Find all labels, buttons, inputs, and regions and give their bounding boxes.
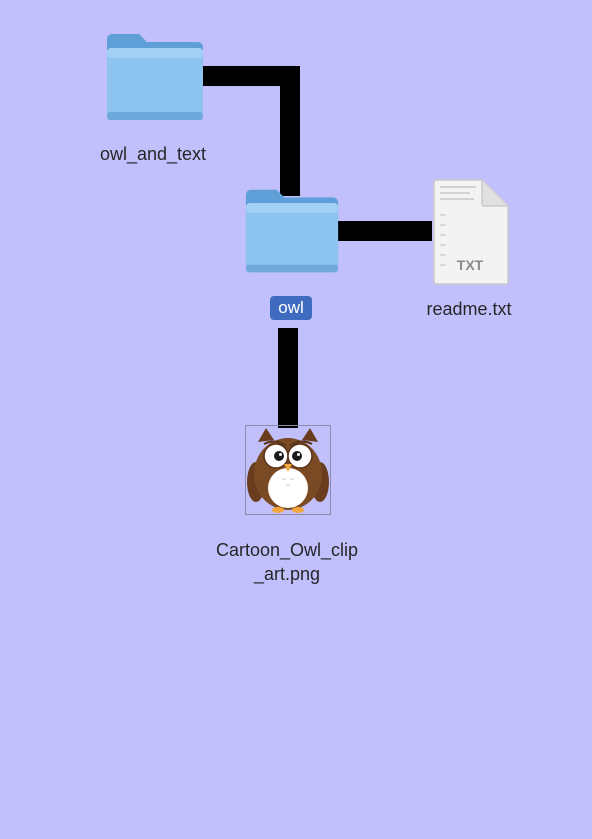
file-label: readme.txt: [426, 299, 512, 319]
file-type-badge: TXT: [457, 257, 484, 273]
file-label-line-2: _art.png: [253, 564, 321, 584]
file-item-owl-image[interactable]: Cartoon_Owl_clip _art.png: [190, 424, 384, 594]
folder-label-selected: owl: [270, 296, 312, 320]
connector-root-to-owl: [200, 66, 300, 196]
image-thumbnail-frame: [245, 425, 331, 515]
folder-item-owl-and-text[interactable]: owl_and_text: [90, 32, 220, 172]
folder-item-owl[interactable]: owl: [238, 186, 348, 326]
text-file-icon: TXT: [433, 179, 509, 285]
file-label: Cartoon_Owl_clip _art.png: [190, 538, 384, 586]
owl-thumbnail-icon: [247, 428, 329, 513]
file-item-readme[interactable]: TXT readme.txt: [414, 178, 524, 328]
folder-label: owl_and_text: [99, 144, 207, 164]
file-label-line-1: Cartoon_Owl_clip: [215, 540, 359, 560]
folder-icon: [107, 34, 203, 120]
folder-icon: [245, 189, 339, 273]
